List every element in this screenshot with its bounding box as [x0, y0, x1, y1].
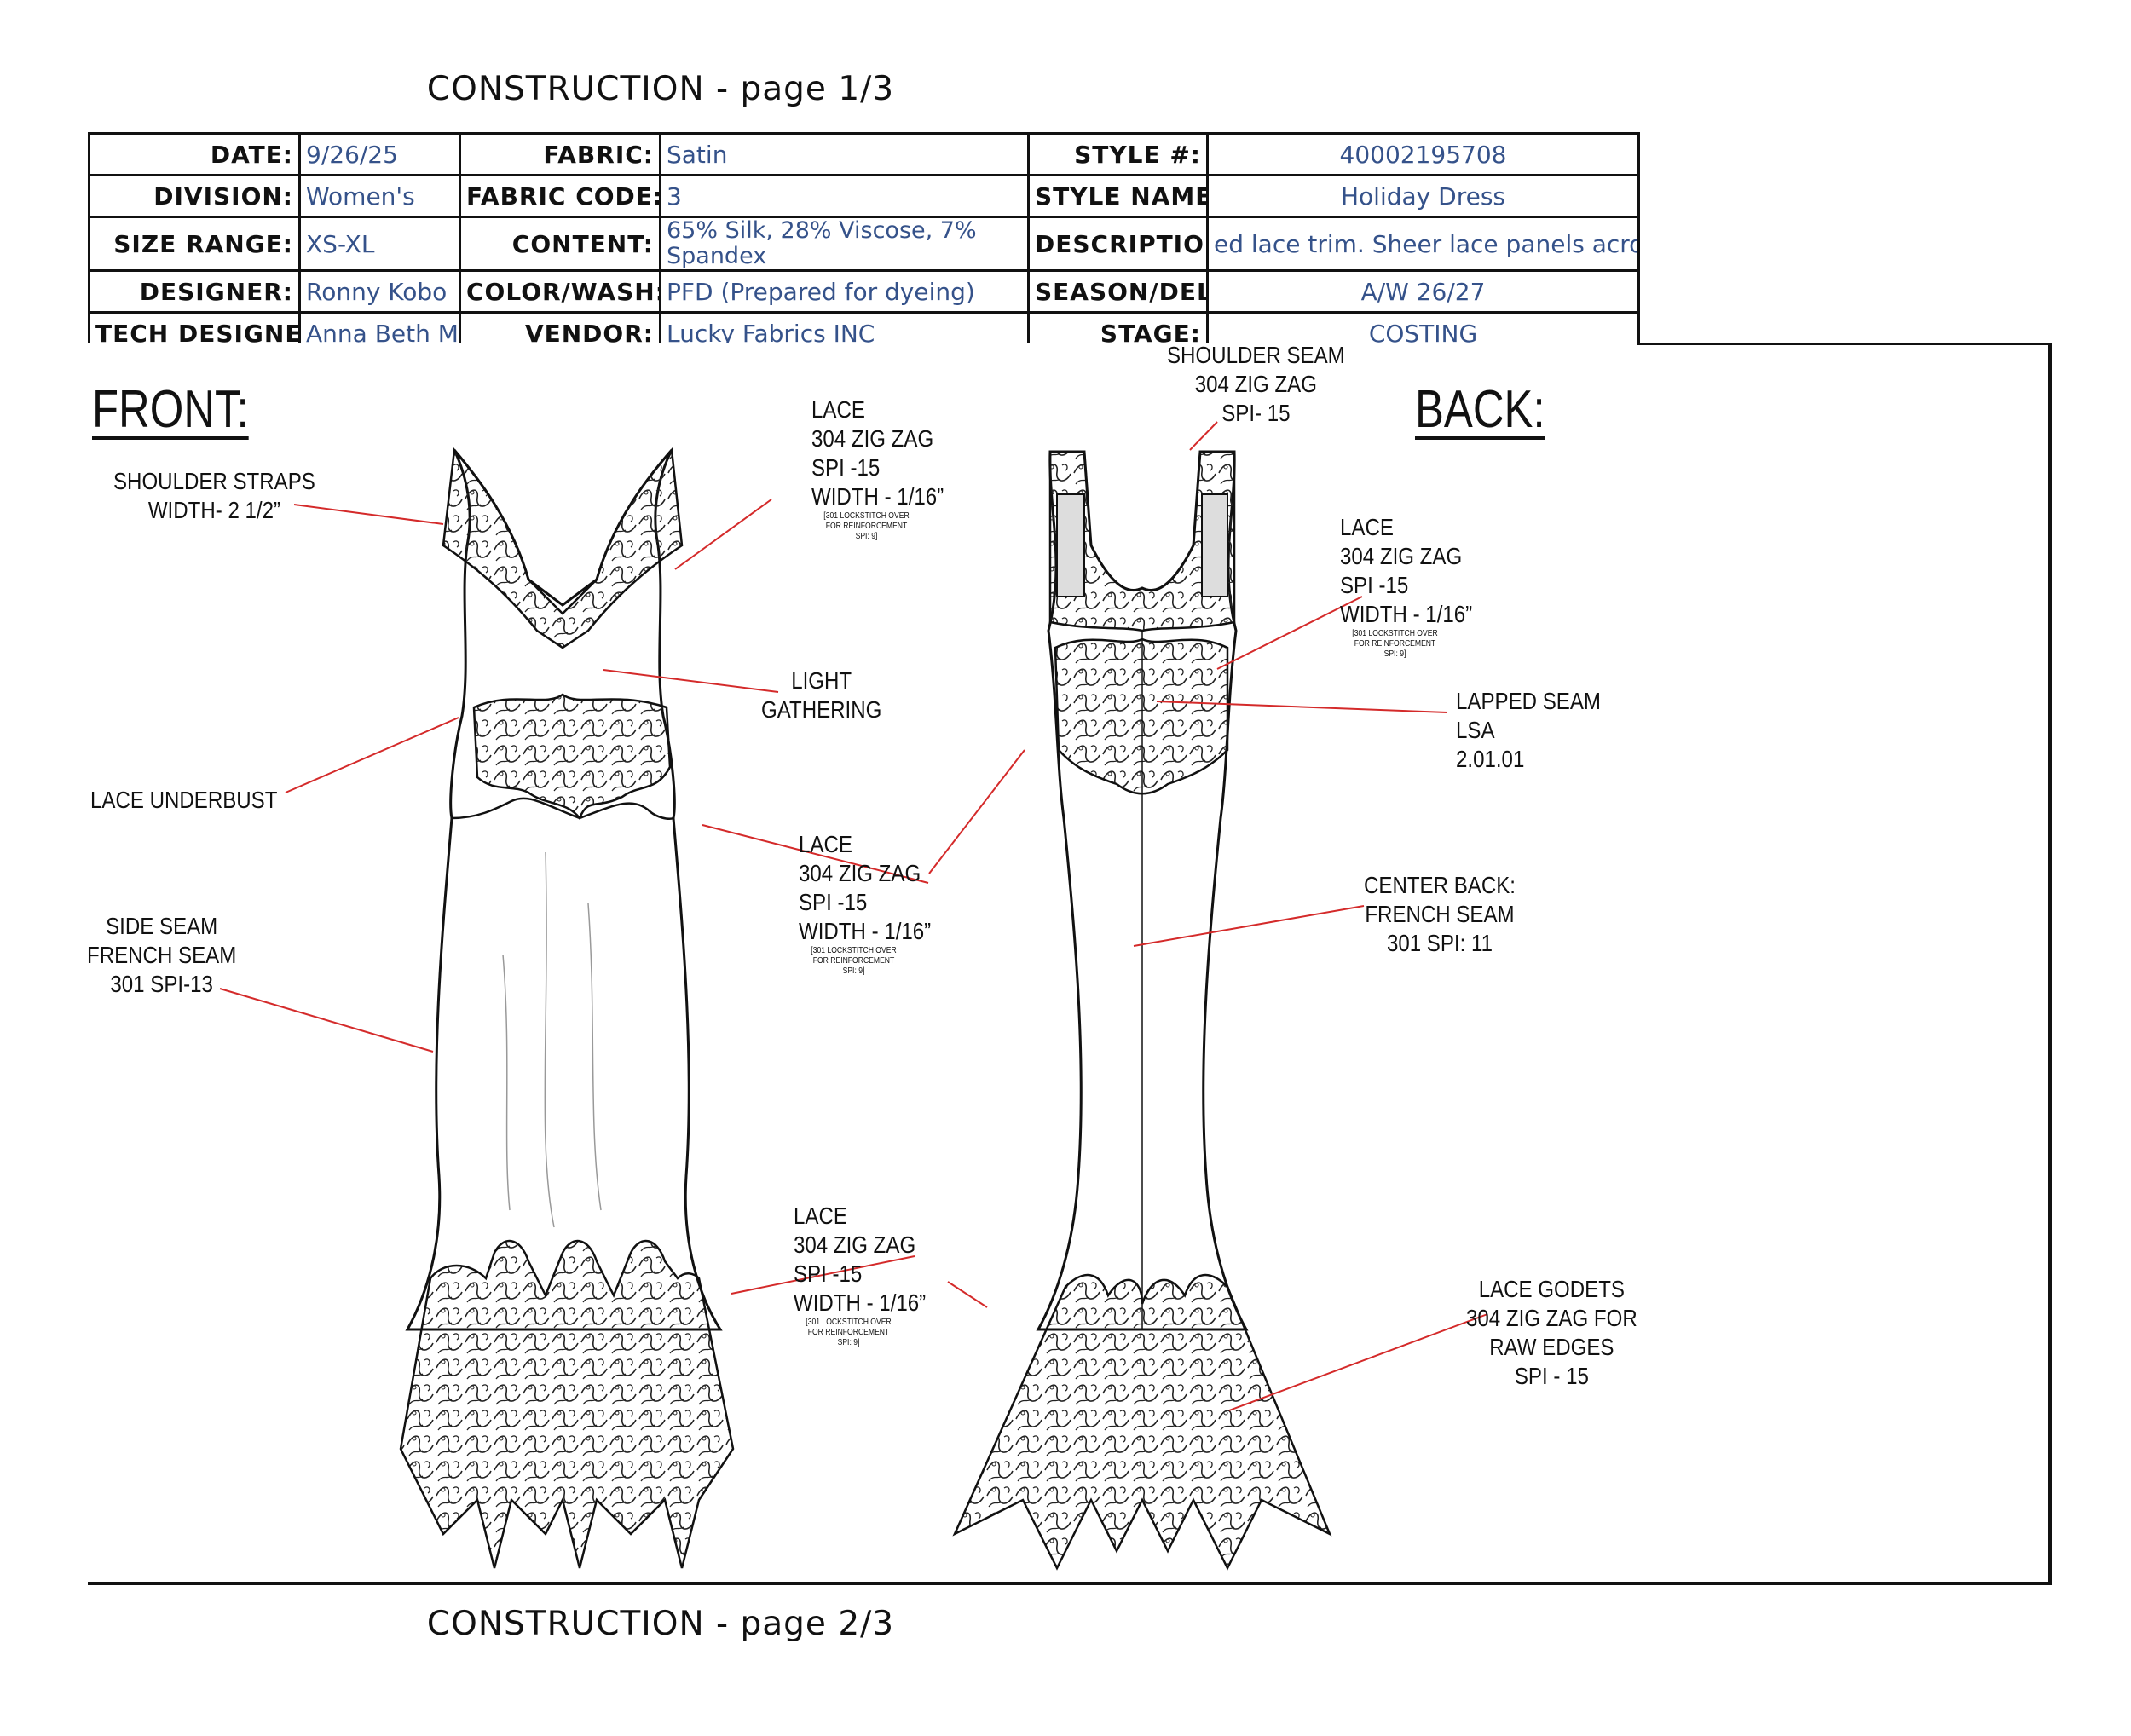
fabric-value: Satin [659, 132, 1030, 176]
lapped-seam-note: LAPPED SEAM LSA 2.01.01 [1456, 688, 1601, 772]
division-value: Women's [298, 174, 461, 218]
designer-label: DESIGNER: [88, 269, 301, 314]
color-wash-value: PFD (Prepared for dyeing) [659, 269, 1030, 314]
date-value: 9/26/25 [298, 132, 461, 176]
style-name-label: STYLE NAME: [1027, 174, 1209, 218]
description-value: ed lace trim. Sheer lace panels across t [1206, 216, 1640, 272]
page-title-2: CONSTRUCTION - page 2/3 [426, 1605, 895, 1643]
fabric-code-label: FABRIC CODE: [459, 174, 661, 218]
designer-value: Ronny Kobo [298, 269, 461, 314]
description-label: DESCRIPTION: [1027, 216, 1209, 272]
spec-row: SIZE RANGE: XS-XL CONTENT: 65% Silk, 28%… [88, 216, 1640, 272]
season-value: A/W 26/27 [1206, 269, 1640, 314]
light-gathering-note: LIGHT GATHERING [761, 667, 882, 723]
back-view-title: BACK: [1415, 380, 1545, 440]
style-name-value: Holiday Dress [1206, 174, 1640, 218]
spec-row: DIVISION: Women's FABRIC CODE: 3 STYLE N… [88, 174, 1640, 218]
style-number-value: 40002195708 [1206, 132, 1640, 176]
content-label: CONTENT: [459, 216, 661, 272]
spec-row: DESIGNER: Ronny Kobo COLOR/WASH: PFD (Pr… [88, 269, 1640, 314]
center-back-note: CENTER BACK: FRENCH SEAM 301 SPI: 11 [1364, 872, 1516, 956]
lace-godets-note: LACE GODETS 304 ZIG ZAG FOR RAW EDGES SP… [1466, 1276, 1637, 1389]
lace-waist-note: LACE 304 ZIG ZAG SPI -15 WIDTH - 1/16” [… [799, 831, 932, 976]
page-title-1: CONSTRUCTION - page 1/3 [426, 70, 895, 108]
size-range-value: XS-XL [298, 216, 461, 272]
date-label: DATE: [88, 132, 301, 176]
lace-back-note: LACE 304 ZIG ZAG SPI -15 WIDTH - 1/16” [… [1340, 514, 1473, 659]
fabric-label: FABRIC: [459, 132, 661, 176]
side-seam-note: SIDE SEAM FRENCH SEAM 301 SPI-13 [87, 913, 237, 997]
lace-underbust-note: LACE UNDERBUST [90, 787, 278, 813]
leader-lines [219, 421, 1488, 1411]
fabric-code-value: 3 [659, 174, 1030, 218]
style-number-label: STYLE #: [1027, 132, 1209, 176]
front-dress [399, 447, 735, 1569]
shoulder-straps-note: SHOULDER STRAPS WIDTH- 2 1/2” [113, 468, 315, 523]
spec-row: DATE: 9/26/25 FABRIC: Satin STYLE #: 400… [88, 132, 1640, 176]
lace-neck-note: LACE 304 ZIG ZAG SPI -15 WIDTH - 1/16” [… [811, 396, 944, 541]
season-label: SEASON/DEL: [1027, 269, 1209, 314]
front-view-title: FRONT: [92, 380, 249, 440]
color-wash-label: COLOR/WASH: [459, 269, 661, 314]
lace-hem-note: LACE 304 ZIG ZAG SPI -15 WIDTH - 1/16” [… [794, 1203, 927, 1347]
shoulder-seam-note: SHOULDER SEAM 304 ZIG ZAG SPI- 15 [1167, 342, 1345, 426]
back-dress [952, 450, 1332, 1571]
content-value: 65% Silk, 28% Viscose, 7% Spandex [659, 216, 1030, 272]
division-label: DIVISION: [88, 174, 301, 218]
size-range-label: SIZE RANGE: [88, 216, 301, 272]
